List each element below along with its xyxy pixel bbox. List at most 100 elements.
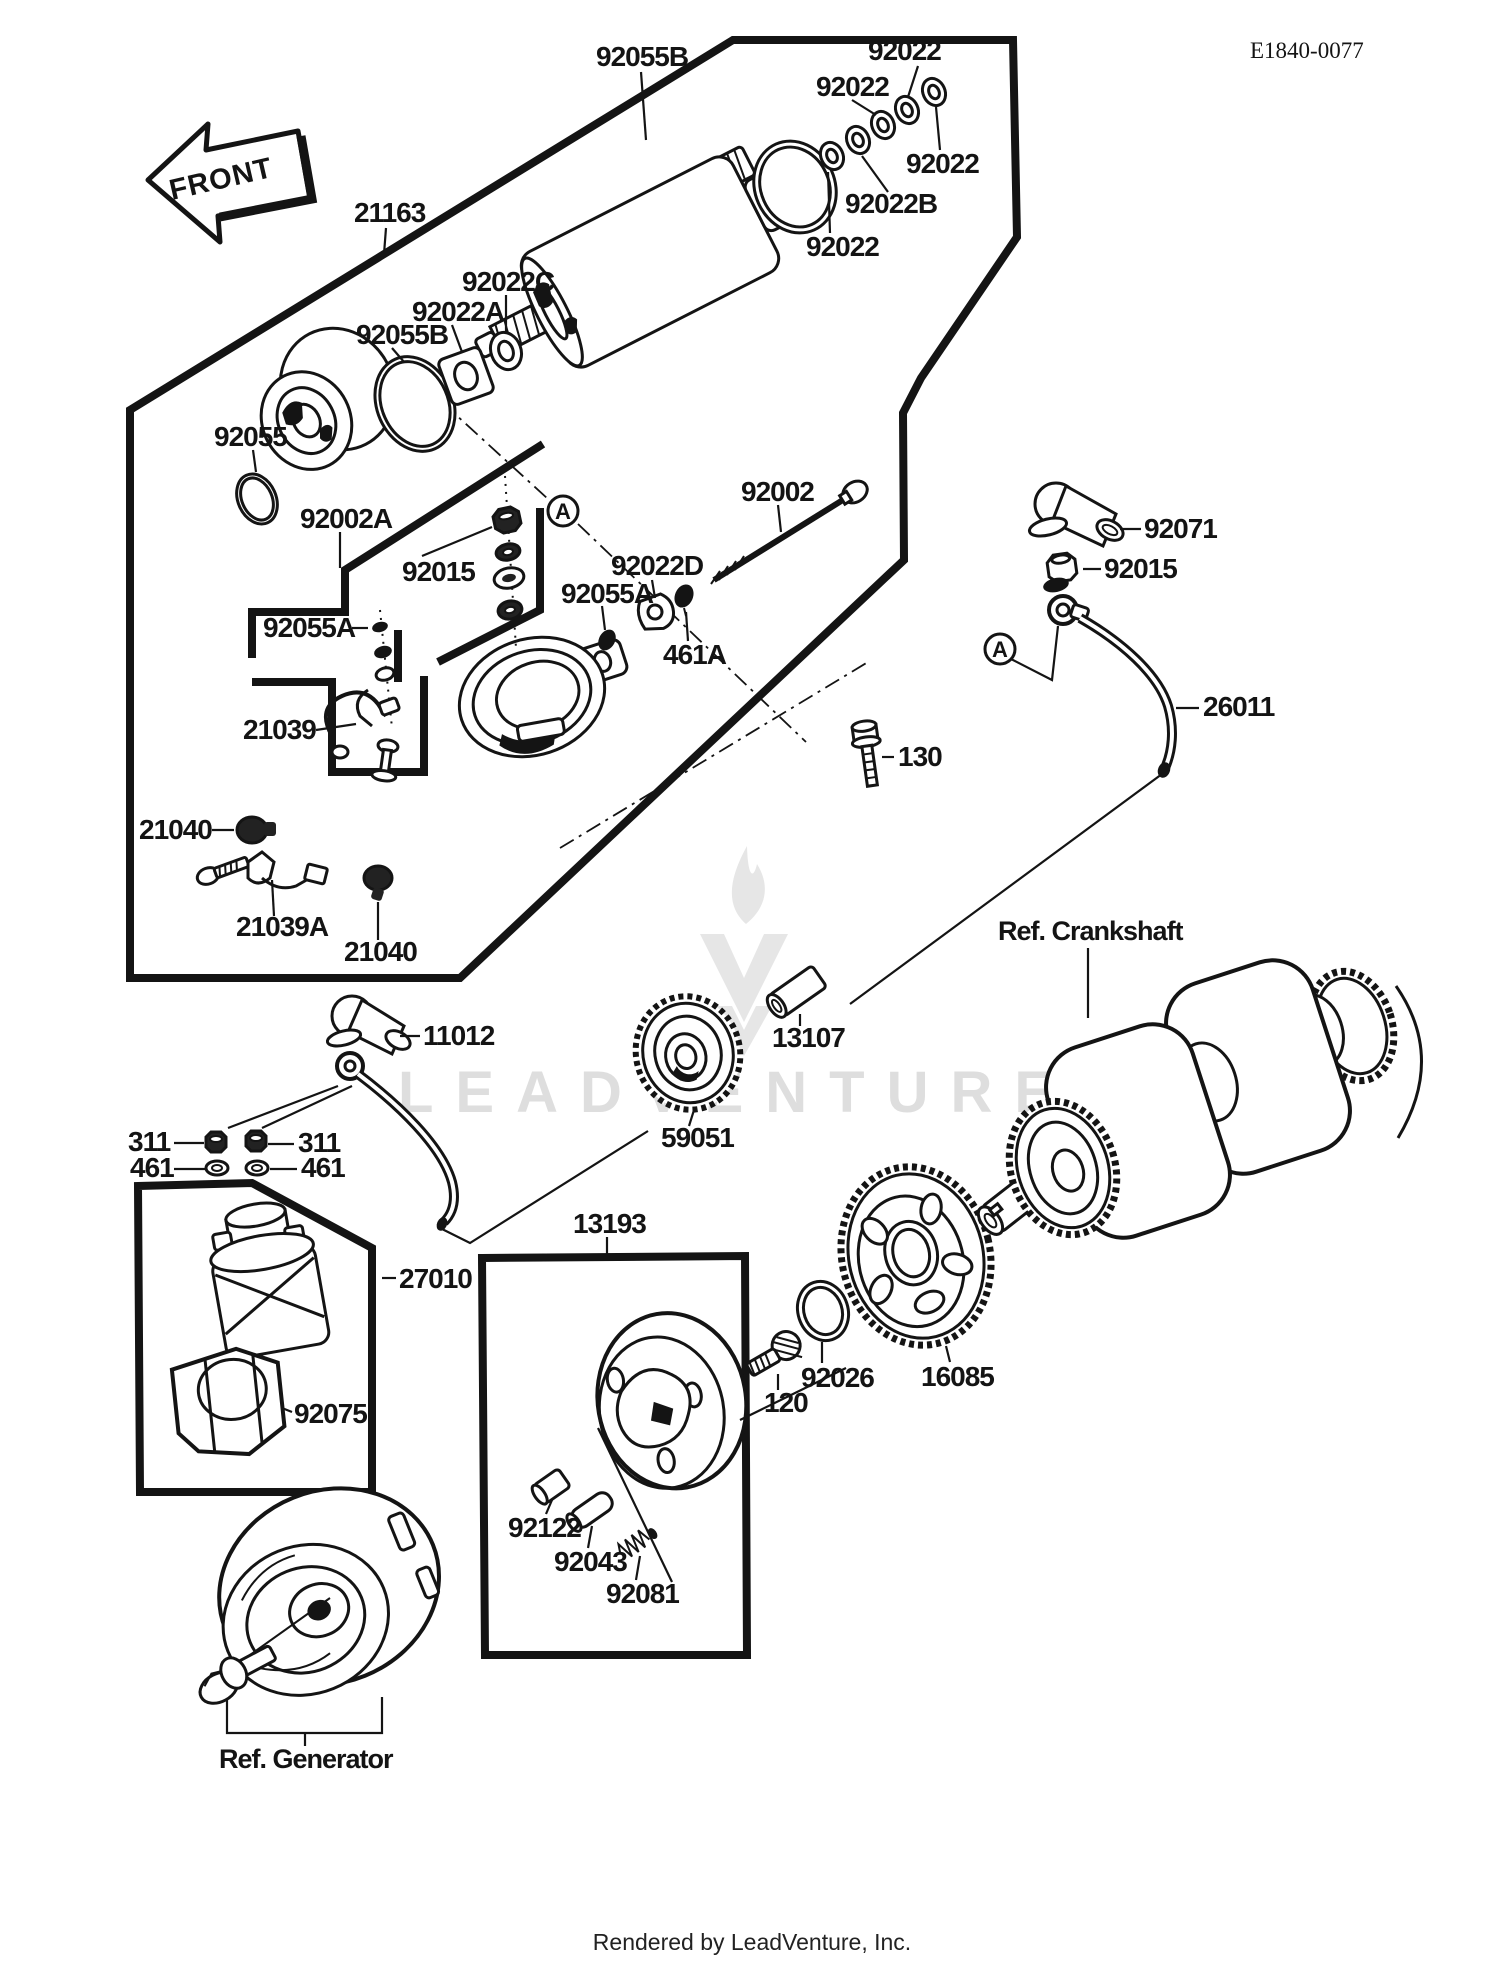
callout-13107: 13107: [772, 1022, 845, 1053]
inner-outline-d: [436, 508, 544, 666]
alignment-line: [577, 523, 807, 743]
callout-11012: 11012: [423, 1020, 495, 1051]
callout-311-left: 311: [128, 1126, 171, 1157]
leader-line: [450, 324, 464, 353]
hardware-311-461: [204, 1129, 270, 1177]
leader-line: [639, 71, 648, 141]
leader-line: [634, 1555, 642, 1581]
leader-line: [421, 525, 493, 558]
alignment-line: [559, 661, 869, 849]
leader-line: [687, 1109, 696, 1127]
brush-screw-21039a: [195, 850, 329, 890]
callout-59051: 59051: [661, 1122, 734, 1153]
terminal-stack-92015: [491, 475, 526, 649]
elbow-92071: [1027, 481, 1125, 549]
leader-line: [861, 155, 889, 193]
washer-row-92022: [818, 76, 948, 172]
callout-labels: E1840-0077 92055B 92022 92022 92022 9202…: [128, 35, 1364, 1955]
callout-92081: 92081: [606, 1578, 679, 1609]
watermark-v-icon: [700, 934, 788, 1056]
pin-92043: [565, 1491, 614, 1533]
watermark-flame-icon: [731, 846, 765, 924]
callout-92043: 92043: [554, 1546, 627, 1577]
callout-21039: 21039: [243, 714, 316, 745]
inner-outline-b: [252, 676, 428, 776]
o-ring-92055b-2: [373, 355, 457, 453]
leader-line: [315, 722, 357, 732]
roller-92122: [530, 1468, 571, 1506]
callout-461-left: 461: [130, 1152, 174, 1183]
callout-92022-1: 92022: [868, 35, 941, 66]
leader-line: [586, 1525, 594, 1549]
leader-line: [650, 579, 657, 599]
generator-rotor: [198, 1486, 441, 1746]
callout-92122: 92122: [508, 1512, 581, 1543]
alignment-line: [419, 381, 549, 500]
leader-line: [251, 449, 258, 473]
callout-92022-2: 92022: [816, 71, 889, 102]
clutch-pointer-line: [739, 1367, 847, 1421]
cap-21040-bottom: [362, 864, 394, 901]
brush-plate-21039: [323, 690, 401, 760]
end-frame-housing: [457, 635, 629, 759]
callout-26011: 26011: [1203, 691, 1275, 722]
callout-92002a: 92002A: [300, 503, 393, 534]
ring-92022c: [488, 330, 524, 372]
callout-ref-crankshaft: Ref. Crankshaft: [998, 916, 1184, 946]
leadventure-watermark: LEADVENTURE: [398, 846, 1053, 1125]
marker-a-right: A: [983, 625, 1060, 682]
alignment-lines: [419, 381, 869, 849]
leader-line: [906, 65, 920, 98]
nut-92015-right: [1043, 551, 1079, 593]
callout-92026: 92026: [801, 1362, 874, 1393]
callout-311-right: 311: [298, 1127, 341, 1158]
front-arrow: FRONT: [145, 121, 318, 245]
callout-13193: 13193: [573, 1208, 646, 1239]
callout-27010: 27010: [399, 1263, 472, 1294]
callout-92022b: 92022B: [845, 188, 937, 219]
callout-92071: 92071: [1144, 513, 1217, 544]
callout-92015-left: 92015: [402, 556, 475, 587]
group-outlines: [126, 36, 1022, 1659]
svg-text:A: A: [992, 637, 1008, 662]
callout-92055a-2: 92055A: [561, 578, 654, 609]
leader-line: [382, 227, 388, 255]
bolt-120: [745, 1330, 803, 1377]
callout-120: 120: [764, 1387, 808, 1418]
callout-92015-right: 92015: [1104, 553, 1177, 584]
leader-line: [851, 99, 877, 116]
leader-line: [270, 879, 276, 917]
inner-outline-a: [248, 440, 546, 658]
relay-box-27010: [133, 1178, 376, 1496]
drawing-code: E1840-0077: [1250, 38, 1364, 63]
callout-92022-4: 92022: [806, 231, 879, 262]
starter-relay-27010: [209, 1201, 331, 1360]
callout-92055b-top: 92055B: [596, 41, 688, 72]
cable-26011: [849, 594, 1177, 1005]
leader-line: [281, 1406, 293, 1414]
starter-clutch: [595, 1311, 749, 1491]
collar-13107: [765, 965, 827, 1019]
leader-lines: [174, 65, 1199, 1583]
callout-21039a: 21039A: [236, 911, 329, 942]
small-parts-92055a: [355, 609, 400, 783]
callout-461a: 461A: [663, 639, 727, 670]
clutch-box-13193: [477, 1251, 752, 1659]
cap-21040-left: [235, 815, 276, 845]
callout-92022c: 92022C: [462, 266, 555, 297]
leader-line: [934, 106, 942, 151]
callout-92002: 92002: [741, 476, 814, 507]
marker-a-left: A: [546, 494, 580, 528]
callout-92055a-1: 92055A: [263, 612, 356, 643]
pin-92055a-2: [598, 629, 616, 651]
ring-gear-16085: [837, 1163, 995, 1349]
callout-92022d: 92022D: [611, 550, 704, 581]
holder-plate-92022a: [437, 346, 495, 406]
leader-line: [684, 611, 690, 642]
callout-21163: 21163: [354, 197, 426, 228]
callout-16085: 16085: [921, 1361, 994, 1392]
idler-gear-59051: [632, 993, 744, 1113]
callout-92022a: 92022A: [412, 296, 505, 327]
